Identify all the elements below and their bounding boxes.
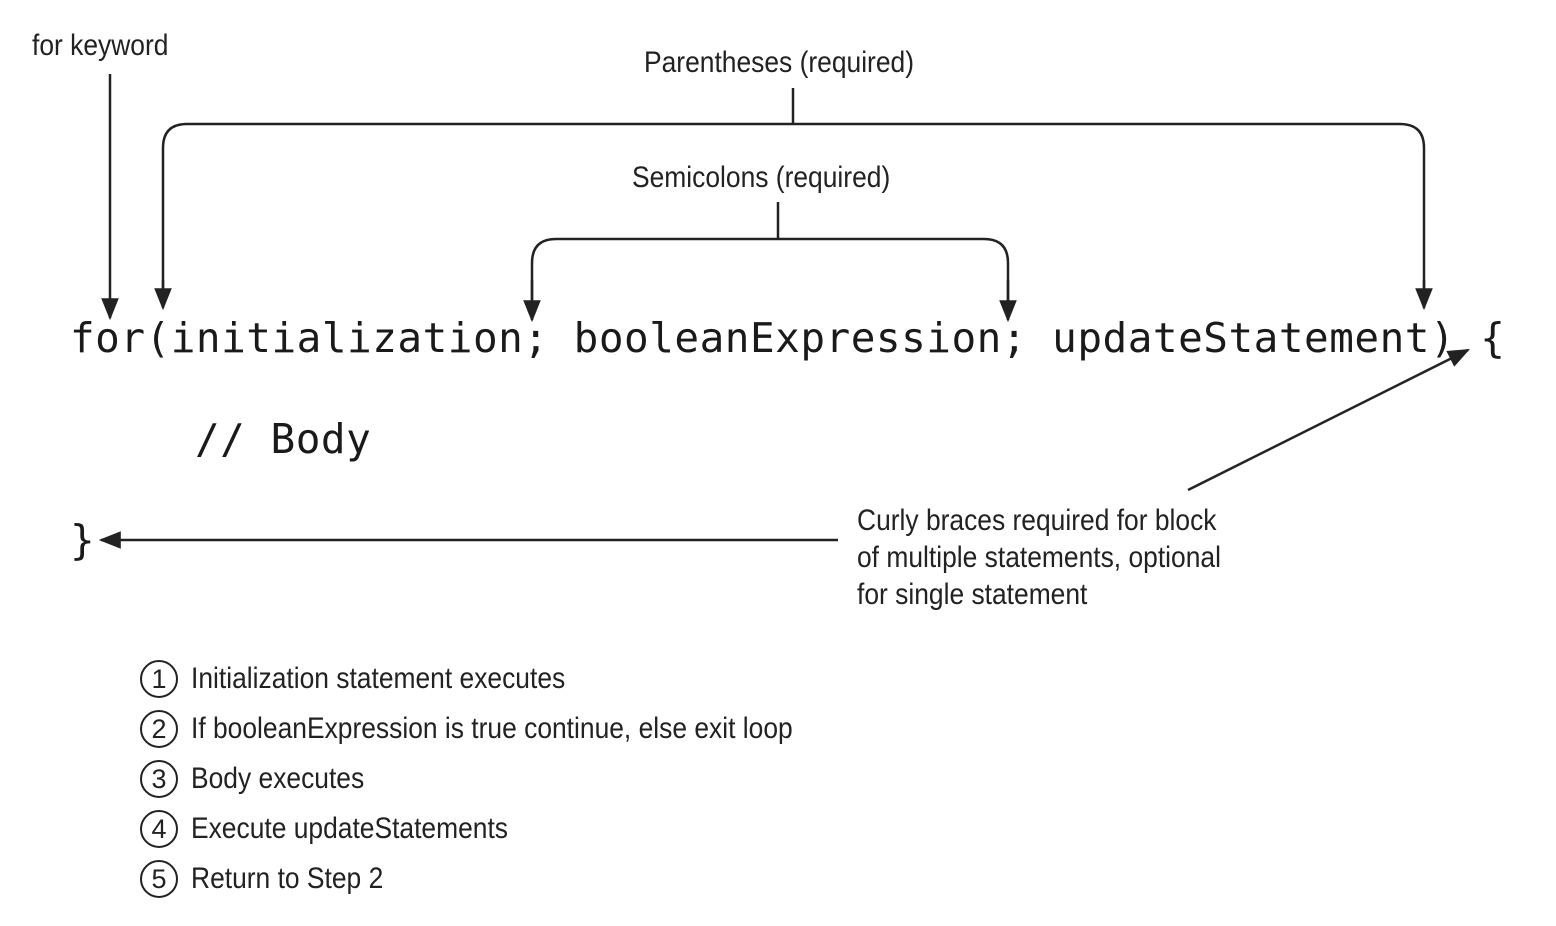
- execution-steps-list: 1 Initialization statement executes 2 If…: [140, 654, 875, 904]
- body-comment-code: // Body: [195, 415, 372, 463]
- step-text: Body executes: [191, 762, 365, 795]
- step-text: Return to Step 2: [191, 862, 384, 895]
- step-text: Execute updateStatements: [191, 812, 509, 845]
- curly-braces-line-1: Curly braces required for block: [857, 504, 1217, 537]
- curly-braces-callout: Curly braces required for block of multi…: [857, 502, 1221, 613]
- closing-brace-code: }: [70, 516, 96, 564]
- curly-braces-line-2: of multiple statements, optional: [857, 541, 1221, 574]
- step-number-badge: 2: [140, 710, 178, 748]
- step-item: 3 Body executes: [140, 754, 875, 804]
- step-number-badge: 1: [140, 660, 178, 698]
- step-text: If booleanExpression is true continue, e…: [191, 712, 793, 745]
- semicolons-bracket: [523, 202, 1017, 323]
- for-keyword-label: for keyword: [32, 29, 169, 62]
- step-item: 2 If booleanExpression is true continue,…: [140, 704, 875, 754]
- step-item: 1 Initialization statement executes: [140, 654, 875, 704]
- step-number-badge: 5: [140, 860, 178, 898]
- step-number-badge: 3: [140, 760, 178, 798]
- parentheses-bracket: [154, 88, 1433, 311]
- curly-braces-line-3: for single statement: [857, 578, 1088, 611]
- step-text: Initialization statement executes: [191, 662, 566, 695]
- step-number-badge: 4: [140, 810, 178, 848]
- for-statement-code: for(initialization; booleanExpression; u…: [70, 314, 1506, 362]
- step-item: 5 Return to Step 2: [140, 854, 875, 904]
- parentheses-label: Parentheses (required): [644, 46, 915, 79]
- step-item: 4 Execute updateStatements: [140, 804, 875, 854]
- open-brace-arrow: [1187, 348, 1470, 492]
- semicolons-label: Semicolons (required): [632, 161, 891, 194]
